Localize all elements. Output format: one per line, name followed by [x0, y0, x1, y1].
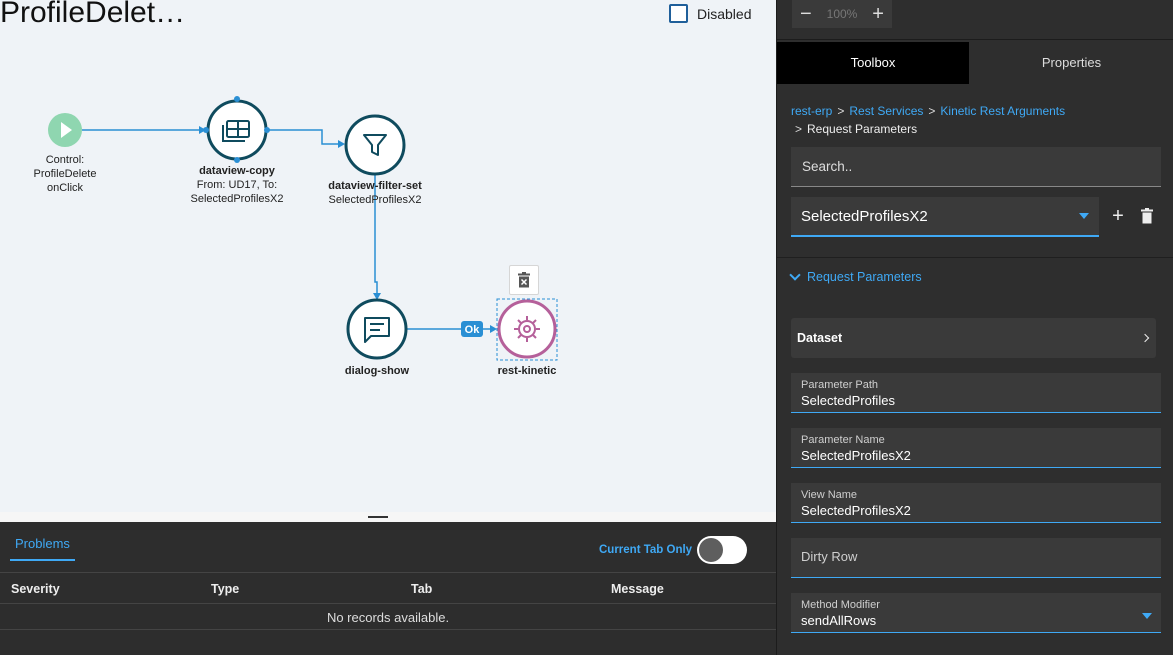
field-value[interactable]: SelectedProfiles [801, 393, 895, 408]
selection-box [496, 298, 558, 361]
col-message[interactable]: Message [611, 582, 664, 596]
zoom-control: − 100% + [792, 0, 892, 28]
divider [777, 257, 1173, 258]
breadcrumb-item-rest-erp[interactable]: rest-erp [791, 104, 833, 118]
view-name-field[interactable]: View Name SelectedProfilesX2 [791, 483, 1161, 523]
breadcrumb-item-kinetic-rest-arguments[interactable]: Kinetic Rest Arguments [940, 104, 1066, 118]
arrow-copy [199, 126, 206, 134]
edge-label-ok: Ok [461, 321, 483, 337]
dataset-select[interactable]: SelectedProfilesX2 [791, 197, 1099, 237]
breadcrumb-separator: > [928, 104, 936, 118]
field-label: Parameter Name [801, 434, 885, 446]
trash-x-icon [518, 272, 530, 288]
current-tab-only-toggle[interactable] [697, 536, 748, 564]
parameter-path-field[interactable]: Parameter Path SelectedProfiles [791, 373, 1161, 413]
current-tab-only-group[interactable]: Current Tab Only [599, 536, 748, 564]
zoom-out-button[interactable]: − [800, 2, 812, 25]
breadcrumb: rest-erp > Rest Services > Kinetic Rest Argu… [791, 102, 1065, 138]
method-modifier-select[interactable]: Method Modifier sendAllRows [791, 593, 1161, 633]
problems-grid-header: Severity Type Tab Message [0, 572, 776, 604]
table-icon [222, 120, 250, 142]
node-dataview-copy[interactable] [203, 96, 270, 163]
chevron-right-icon [1140, 333, 1150, 343]
breadcrumb-item-rest-services[interactable]: Rest Services [849, 104, 924, 118]
chevron-down-icon [789, 269, 801, 281]
dirty-row-field[interactable]: Dirty Row [791, 538, 1161, 578]
arrow-filter [338, 140, 345, 148]
col-type[interactable]: Type [211, 582, 240, 596]
breadcrumb-separator: > [795, 122, 803, 136]
node-dialog-show[interactable] [346, 298, 408, 360]
dataset-select-value: SelectedProfilesX2 [801, 207, 928, 225]
request-parameters-section-toggle[interactable]: Request Parameters [789, 269, 922, 284]
handle-left [203, 127, 209, 133]
zoom-in-button[interactable]: + [872, 2, 884, 25]
filter-icon [363, 134, 387, 156]
chevron-down-icon [1142, 613, 1152, 619]
tab-toolbox[interactable]: Toolbox [777, 42, 969, 84]
flow-diagram: Ok [48, 96, 558, 361]
col-tab[interactable]: Tab [411, 582, 433, 596]
field-label: View Name [801, 489, 858, 501]
dataset-row-label: Dataset [797, 331, 843, 345]
flow-canvas[interactable]: ProfileDelet… Disabled [0, 0, 776, 512]
panel-tabs: Toolbox Properties [777, 42, 1173, 84]
node-label-rest-kinetic: rest-kinetic [497, 365, 557, 377]
node-label-dialog-show: dialog-show [344, 365, 410, 377]
panel-splitter[interactable] [0, 512, 776, 522]
col-severity[interactable]: Severity [11, 582, 60, 596]
splitter-handle[interactable] [368, 516, 388, 518]
chevron-down-icon [1079, 213, 1089, 219]
node-control[interactable] [48, 113, 82, 147]
no-records-text: No records available. [0, 606, 776, 630]
divider [777, 39, 1173, 40]
breadcrumb-current: Request Parameters [807, 122, 918, 136]
node-dataview-filter-set[interactable] [344, 114, 406, 176]
node-label-dataview-copy: dataview-copy From: UD17, To: SelectedPr… [190, 165, 284, 205]
play-icon [61, 122, 72, 138]
gear-sync-icon [514, 316, 540, 342]
flow-title: ProfileDelet… [0, 0, 186, 29]
toggle-knob [699, 538, 724, 562]
handle-top [234, 96, 240, 102]
right-panel: − 100% + Toolbox Properties rest-erp > Res… [776, 0, 1173, 655]
tab-properties[interactable]: Properties [969, 42, 1173, 84]
disabled-checkbox[interactable] [669, 4, 688, 23]
delete-node-button[interactable] [509, 265, 539, 295]
arrow-dialog [373, 293, 381, 300]
edge-filter-to-dialog [374, 174, 378, 295]
arrow-rest [490, 325, 497, 333]
field-label: Method Modifier [801, 599, 880, 611]
field-label: Parameter Path [801, 379, 879, 391]
field-value[interactable]: SelectedProfilesX2 [801, 448, 911, 463]
problems-panel: Problems Current Tab Only Severity Type … [0, 522, 776, 655]
node-label-dataview-filter-set: dataview-filter-set SelectedProfilesX2 [328, 180, 422, 206]
add-button[interactable]: + [1112, 205, 1124, 227]
node-label-control: Control: ProfileDelete onClick [33, 154, 97, 194]
zoom-value: 100% [826, 7, 858, 21]
parameter-name-field[interactable]: Parameter Name SelectedProfilesX2 [791, 428, 1161, 468]
field-label: Dirty Row [801, 549, 858, 564]
disabled-checkbox-group[interactable]: Disabled [669, 4, 751, 23]
field-value[interactable]: SelectedProfilesX2 [801, 503, 911, 518]
current-tab-only-label: Current Tab Only [599, 544, 693, 556]
section-title: Request Parameters [807, 270, 922, 284]
handle-right [264, 127, 270, 133]
edges [82, 129, 492, 330]
message-icon [364, 317, 390, 343]
disabled-label: Disabled [697, 5, 752, 22]
dataset-row[interactable]: Dataset [791, 318, 1156, 358]
handle-bottom [234, 157, 240, 163]
node-rest-kinetic[interactable] [496, 298, 558, 361]
tab-problems[interactable]: Problems [10, 536, 75, 561]
svg-text:Ok: Ok [465, 324, 481, 336]
edge-copy-to-filter [268, 129, 339, 145]
field-value: sendAllRows [801, 613, 877, 628]
edge-arrows [199, 126, 497, 333]
search-box[interactable] [791, 147, 1161, 187]
trash-icon[interactable] [1140, 208, 1154, 224]
breadcrumb-separator: > [837, 104, 845, 118]
search-input[interactable] [802, 159, 1150, 174]
